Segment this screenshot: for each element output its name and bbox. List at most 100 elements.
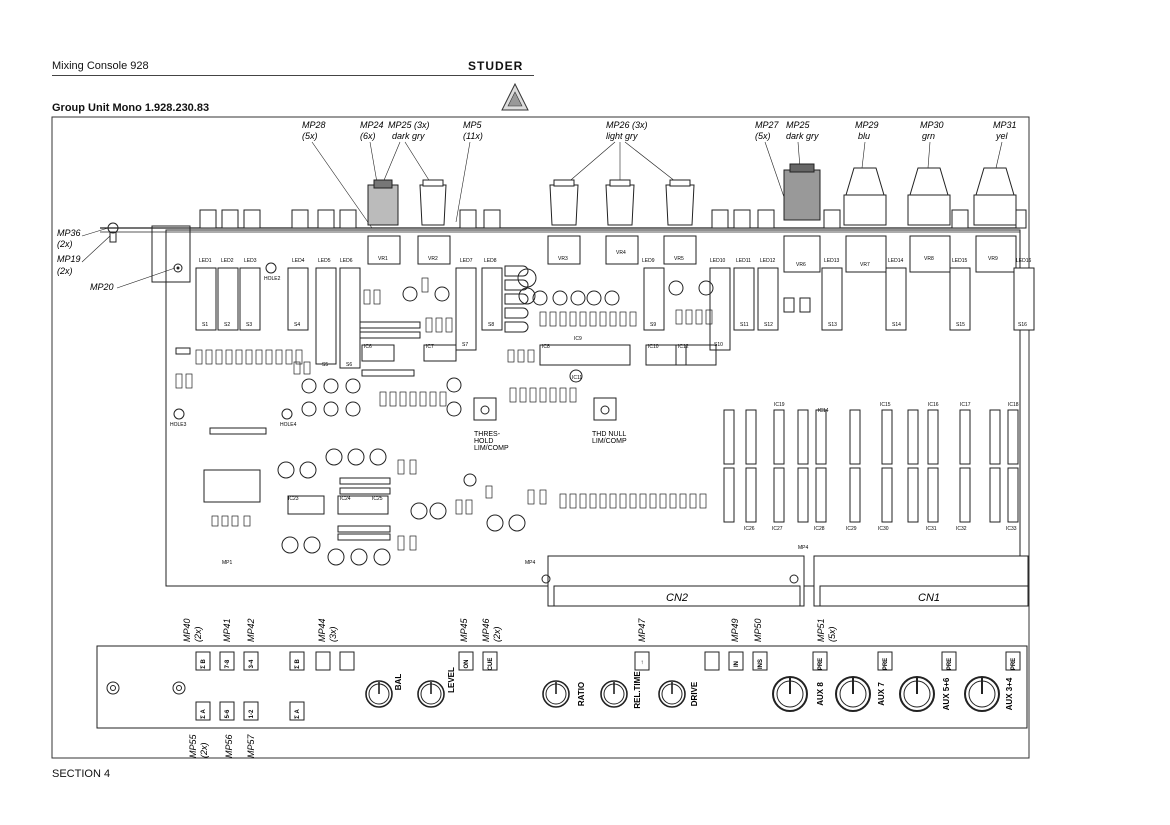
svg-text:(2x): (2x) (57, 239, 73, 249)
svg-text:LED1: LED1 (199, 258, 212, 264)
svg-text:1-2: 1-2 (249, 709, 255, 718)
svg-text:LIM/COMP: LIM/COMP (474, 445, 509, 452)
svg-text:S12: S12 (764, 322, 773, 328)
svg-text:LED5: LED5 (318, 258, 331, 264)
svg-text:S6: S6 (346, 362, 352, 368)
svg-text:VR4: VR4 (616, 250, 626, 256)
callout-mp24: MP24 (360, 120, 384, 130)
svg-text:PRE: PRE (1011, 658, 1017, 670)
svg-text:HOLD: HOLD (474, 438, 493, 445)
svg-text:S2: S2 (224, 322, 230, 328)
svg-text:(5x): (5x) (827, 626, 837, 642)
svg-text:S13: S13 (828, 322, 837, 328)
callout-mp25b: MP25 (786, 120, 811, 130)
svg-text:5-6: 5-6 (225, 709, 231, 718)
capacitors (277, 268, 714, 566)
svg-text:IC25: IC25 (372, 496, 383, 502)
svg-text:IC17: IC17 (960, 402, 971, 408)
svg-text:IC6: IC6 (364, 344, 372, 350)
svg-text:THD NULL: THD NULL (592, 431, 626, 438)
svg-text:3-4: 3-4 (249, 659, 255, 668)
unit-title: Group Unit Mono 1.928.230.83 (52, 102, 210, 114)
pot-housings: VR1 VR2 VR3 VR4 VR5 VR6 VR7 VR8 VR9 (367, 235, 1017, 273)
svg-text:dark gry: dark gry (786, 131, 819, 141)
svg-text:IC33: IC33 (1006, 526, 1017, 532)
knob-label-ratio: RATIO (577, 682, 586, 706)
svg-text:LED11: LED11 (736, 258, 751, 264)
knob-label-level: LEVEL (447, 667, 456, 693)
knob-label-aux8: AUX 8 (816, 682, 825, 706)
front-panel-buttons: Σ B 7-8 3-4 Σ B ON CUE ↑ IN INS PRE PRE … (195, 651, 1021, 721)
svg-text:MP50: MP50 (753, 618, 763, 642)
svg-text:IC18: IC18 (1008, 402, 1019, 408)
led-labels: LED1 LED2 LED3 LED4 LED5 LED6 LED7 LED8 … (199, 258, 1032, 264)
svg-text:INS: INS (758, 659, 764, 669)
edge-connectors: CN2 CN1 MP4 MP4 (525, 545, 1029, 607)
svg-text:IC10: IC10 (648, 344, 659, 350)
front-panel-knobs: BAL LEVEL RATIO REL.TIME DRIVE AUX 8 AUX… (365, 667, 1014, 712)
resistor-rows (175, 277, 713, 551)
svg-text:LED12: LED12 (760, 258, 776, 264)
svg-text:S8: S8 (488, 322, 494, 328)
svg-text:LIM/COMP: LIM/COMP (592, 438, 627, 445)
svg-text:S9: S9 (650, 322, 656, 328)
svg-text:LED2: LED2 (221, 258, 234, 264)
led-switch-row (199, 209, 1027, 229)
svg-text:MP47: MP47 (637, 617, 647, 642)
svg-text:VR2: VR2 (428, 256, 438, 262)
knob-label-drive: DRIVE (690, 681, 699, 706)
svg-text:MP1: MP1 (222, 560, 233, 566)
svg-text:LED8: LED8 (484, 258, 497, 264)
svg-text:PRE: PRE (818, 658, 824, 670)
svg-text:yel: yel (995, 131, 1009, 141)
svg-text:HOLE4: HOLE4 (280, 422, 297, 428)
svg-text:(6x): (6x) (360, 131, 376, 141)
svg-text:LED9: LED9 (642, 258, 655, 264)
svg-text:(5x): (5x) (302, 131, 318, 141)
svg-text:THRES-: THRES- (474, 431, 501, 438)
svg-text:IC30: IC30 (878, 526, 889, 532)
top-callouts: MP28 (5x) MP24 (6x) MP25 (3x) dark gry M… (302, 120, 1017, 229)
svg-text:LED13: LED13 (824, 258, 840, 264)
ic-label-group: IC6 IC7 IC8 IC9 IC10 IC11 IC12 IC14 IC15… (222, 336, 1019, 566)
connector-cn2: CN2 (666, 592, 688, 604)
svg-text:PRE: PRE (947, 658, 953, 670)
svg-text:MP4: MP4 (798, 545, 809, 551)
svg-text:MP55: MP55 (188, 733, 198, 758)
svg-text:MP57: MP57 (246, 733, 256, 758)
svg-text:IC19: IC19 (774, 402, 785, 408)
svg-text:VR6: VR6 (796, 262, 806, 268)
svg-text:IC7: IC7 (426, 344, 434, 350)
callout-mp30: MP30 (920, 120, 944, 130)
ics (203, 297, 1019, 541)
document-title: Mixing Console 928 (52, 60, 149, 72)
svg-text:dark gry: dark gry (392, 131, 425, 141)
svg-text:IC24: IC24 (340, 496, 351, 502)
svg-text:MP45: MP45 (459, 617, 469, 642)
svg-text:Σ A: Σ A (201, 709, 207, 719)
svg-text:ON: ON (464, 660, 470, 669)
side-knobs (367, 163, 1017, 226)
svg-text:S7: S7 (462, 342, 468, 348)
svg-text:IC28: IC28 (814, 526, 825, 532)
svg-text:Σ B: Σ B (295, 659, 301, 669)
svg-text:LED6: LED6 (340, 258, 353, 264)
svg-text:Σ A: Σ A (295, 709, 301, 719)
svg-text:grn: grn (922, 131, 935, 141)
front-panel-callouts: MP40 (2x) MP41 MP42 MP44 (3x) MP45 MP46 … (182, 617, 837, 758)
svg-text:↑: ↑ (641, 660, 644, 666)
brand-logo-text: STUDER (468, 59, 524, 73)
svg-text:MP56: MP56 (224, 734, 234, 758)
svg-text:HOLE3: HOLE3 (170, 422, 187, 428)
svg-text:VR9: VR9 (988, 256, 998, 262)
callout-mp28: MP28 (302, 120, 326, 130)
svg-text:S16: S16 (1018, 322, 1027, 328)
svg-text:IC16: IC16 (928, 402, 939, 408)
svg-text:MP46: MP46 (481, 618, 491, 642)
svg-text:S11: S11 (740, 322, 749, 328)
svg-text:VR3: VR3 (558, 256, 568, 262)
callout-mp31: MP31 (993, 120, 1017, 130)
svg-text:7-8: 7-8 (225, 659, 231, 668)
svg-text:light gry: light gry (606, 131, 638, 141)
knob-label-bal: BAL (394, 674, 403, 691)
